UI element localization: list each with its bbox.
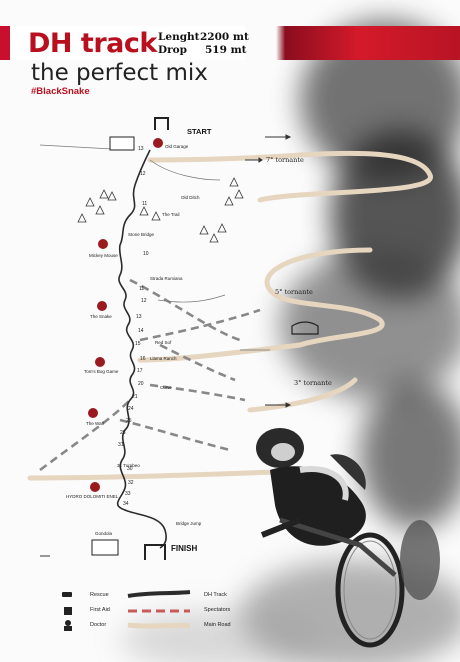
legend-dh-track: DH Track [204,592,227,598]
legend-main-road: Main Road [204,622,231,628]
smoke-cloud [280,250,460,400]
legend-samples [127,590,191,629]
length-value: 2200 mt [200,31,249,43]
place-the-trail: The Trail [162,212,180,217]
svg-text:21: 21 [132,394,138,400]
place-bridge-jump: Bridge Jump [176,521,202,526]
rescue-points [88,138,163,492]
place-curve: Curve [160,385,173,390]
svg-text:13: 13 [138,146,144,152]
svg-text:32: 32 [128,480,134,486]
svg-text:31: 31 [118,442,124,448]
drop-label: Drop [158,44,187,56]
finish-gate [91,539,166,560]
page-title: DH track [28,28,157,59]
track-numbers: 13 12 11 10 11 12 13 14 15 16 17 20 21 24 25 26 31 3… [118,146,149,507]
svg-text:13: 13 [136,314,142,320]
svg-text:33: 33 [125,491,131,497]
svg-text:24: 24 [128,406,134,412]
place-stone-bridge: Stone Bridge [128,232,155,237]
turn-3-label: 3° tornante [294,379,332,387]
arrow-icons [40,134,292,557]
smoke-cloud [360,380,460,530]
place-mickey-mouse: Mickey Mouse [89,253,118,258]
start-label: START [187,127,212,136]
drop-value: 519 mt [205,44,247,56]
place-old-ditch: Old Ditch [181,195,200,200]
dh-track [116,149,167,549]
biker-photo [256,428,440,648]
legend-spectators: Spectators [204,607,231,613]
place-red-sof: Red Sof [155,340,172,345]
turn-5-label: 5° tornante [275,288,313,296]
place-gondola: Gondola [95,531,113,536]
thin-roads [39,144,270,351]
turn-7-label: 7° tornante [266,156,304,164]
length-label: Lenght [158,31,200,43]
legend-first-aid: First Aid [90,607,110,613]
place-old-garage: Old Garage [165,144,189,149]
place-the-wall: The Wall [86,421,104,426]
smoke-cloud [120,610,320,662]
svg-text:26: 26 [120,430,126,436]
svg-text:20: 20 [138,381,144,387]
spectator-paths [39,278,261,472]
svg-text:34: 34 [123,501,129,507]
legend-doctor: Doctor [90,622,107,628]
svg-text:14: 14 [138,328,144,334]
svg-text:12: 12 [140,171,146,177]
start-gate [109,117,169,151]
place-llama: Llama Ranch [150,356,177,361]
legend-icons [62,592,72,631]
place-toms-bog: Tom's Bog Game [84,369,119,374]
legend-rescue: Rescue [90,592,109,598]
title-white-band [10,26,245,60]
main-road [27,150,433,481]
place-turnbeo: 31 Turnbeo [117,463,140,468]
svg-text:17: 17 [137,368,143,374]
svg-text:11: 11 [142,201,147,207]
svg-text:25: 25 [126,418,132,424]
bridge-icon [291,321,319,335]
hashtag: #BlackSnake [31,86,90,97]
place-the-snake: The Snake [90,314,112,319]
tree-icons [77,177,244,243]
svg-text:10: 10 [143,251,149,257]
finish-label: FINISH [171,544,198,553]
svg-text:15: 15 [135,341,141,347]
title-bar: DH track Lenght 2200 mt Drop 519 mt [0,26,460,60]
svg-text:16: 16 [140,356,146,362]
svg-text:12: 12 [141,298,147,304]
place-strada: Strada Rumiana [150,276,183,281]
place-hydro: HYDRO DOLOMITI ENEL [66,494,119,499]
subtitle: the perfect mix [31,60,208,86]
svg-text:30: 30 [127,466,133,472]
svg-text:11: 11 [139,286,144,292]
